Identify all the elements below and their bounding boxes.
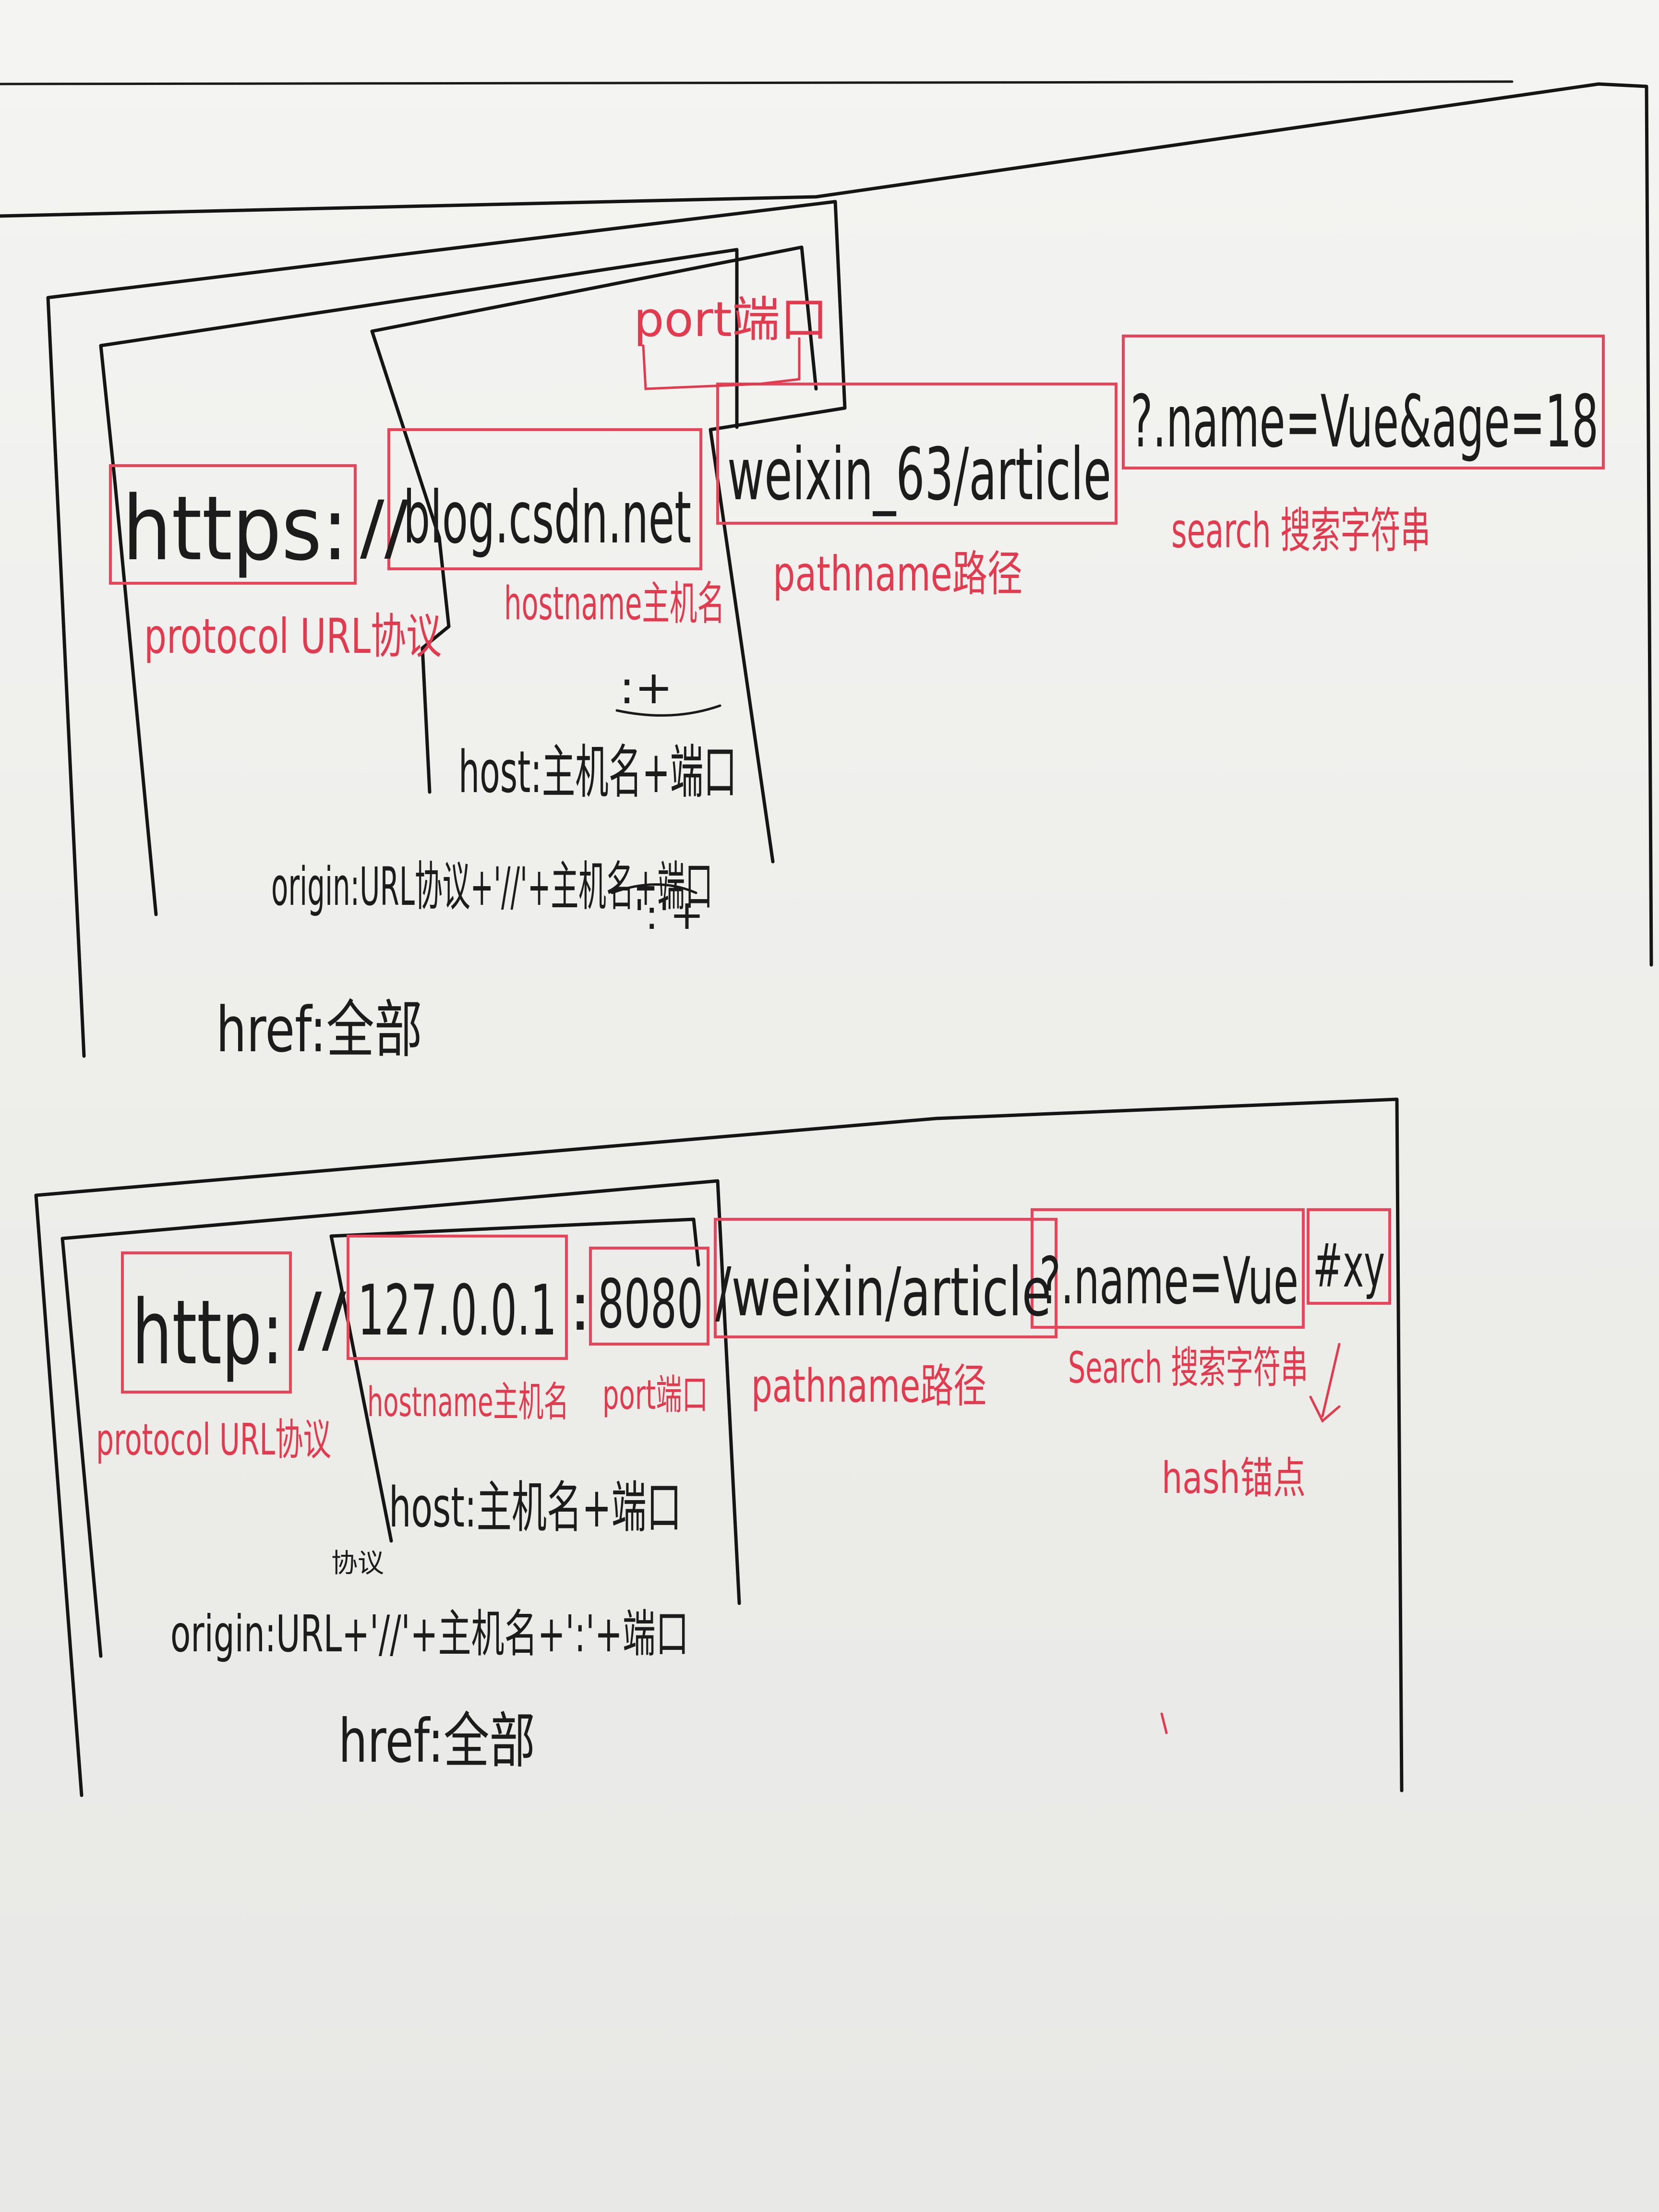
href-bracket-1 [46,200,847,1058]
hash-text-2: #xy [1313,1231,1385,1301]
pathname-text-1: weixin_63/article [727,433,1111,517]
host-bracket-1 [370,245,818,794]
hash-label-2: hash锚点 [1162,1453,1306,1503]
diagram-2-http-url: http: // 127.0.0.1 : 8080 /weixin/articl… [34,1097,1404,1797]
paper-fold-line [0,80,1514,85]
page-border-top-1 [0,82,1653,967]
separator-text-2: // [298,1278,347,1361]
port-label-2: port端口 [602,1371,708,1419]
colon-plus-brace-2 [611,883,697,894]
colon-text-2: : [569,1268,591,1346]
protocol-label-2: protocol URL协议 [96,1415,331,1465]
hash-box-2 [1307,1208,1391,1305]
search-text-1: ?.name=Vue&age=18 [1130,380,1599,464]
host-note-2: host:主机名+端口 [389,1476,682,1540]
colon-plus-brace-1 [615,704,721,717]
pathname-label-2: pathname路径 [751,1360,986,1413]
stray-red-mark [1160,1712,1168,1734]
hostname-label-1: hostname主机名 [504,577,725,630]
hostname-box-1 [387,428,702,570]
protocol-box-2 [121,1251,292,1394]
origin-bracket-2 [60,1179,741,1658]
origin-bracket-1 [99,248,739,916]
protocol-label-1: protocol URL协议 [144,608,442,664]
separator-text-1: // [360,486,409,569]
port-brace-1 [642,337,801,390]
pathname-box-1 [716,383,1118,525]
hostname-text-1: blog.csdn.net [403,476,691,560]
hostname-text-2: 127.0.0.1 [358,1270,557,1351]
colon-plus-note-2: ':'+ [634,891,704,939]
pathname-label-1: pathname路径 [773,546,1022,602]
protocol-box-1 [109,464,357,585]
host-note-1: host:主机名+端口 [458,739,737,806]
host-bracket-2 [329,1217,700,1543]
hostname-label-2: hostname主机名 [367,1379,569,1426]
search-label-1: search 搜索字符串 [1171,503,1431,559]
hostname-box-2 [347,1235,568,1360]
diagram-1-https-url: https: // blog.csdn.net weixin_63/articl… [0,80,1653,1066]
href-bracket-2 [34,1097,1404,1797]
port-label-1: port端口 [634,291,828,348]
search-box-2 [1031,1208,1305,1329]
href-note-1: href:全部 [216,993,422,1066]
href-note-2: href:全部 [338,1707,535,1776]
protocol-text-1: https: [122,477,348,580]
colon-plus-note-1: :+ [619,661,673,714]
port-box-2 [589,1247,709,1346]
pathname-text-2: /weixin/article [715,1253,1051,1332]
protocol-small-note-2: 协议 [331,1548,384,1578]
search-text-2: ?.name=Vue [1039,1243,1298,1319]
port-text-2: 8080 [598,1265,703,1344]
origin-note-2: origin:URL+'//'+主机名+':'+端口 [170,1605,689,1663]
search-box-1 [1122,335,1605,469]
hash-arrow-2 [1309,1343,1341,1423]
protocol-text-2: http: [132,1281,283,1384]
search-label-2: Search 搜索字符串 [1068,1343,1308,1393]
pathname-box-2 [714,1218,1058,1338]
